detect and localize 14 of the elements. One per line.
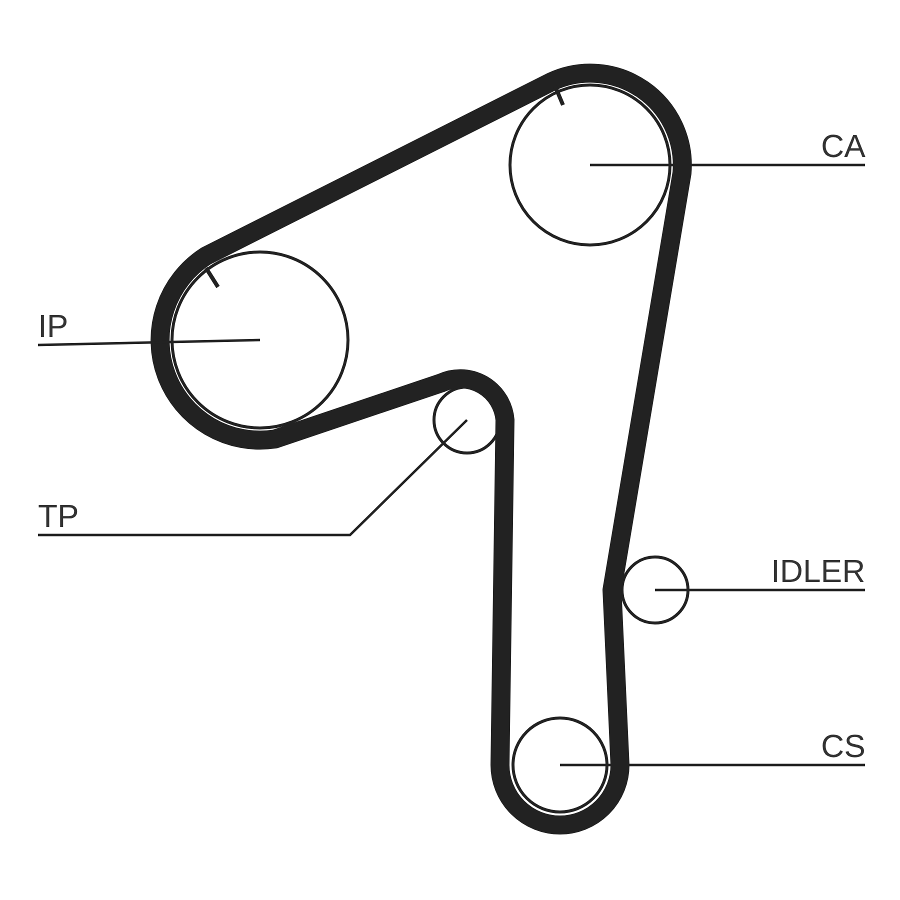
pulley (170, 250, 350, 430)
part-label: CS (821, 729, 866, 763)
leader-line (655, 588, 865, 592)
leader-line (38, 338, 260, 346)
pulley (508, 84, 672, 246)
part-label: IDLER (771, 554, 866, 588)
part-label: IP (38, 309, 68, 343)
part-label: CA (821, 129, 866, 163)
leader-line (560, 764, 865, 766)
pulley (512, 716, 608, 814)
part-label: TP (38, 499, 79, 533)
leader-line (38, 419, 468, 536)
pulley (620, 556, 690, 624)
leader-line (590, 164, 865, 166)
